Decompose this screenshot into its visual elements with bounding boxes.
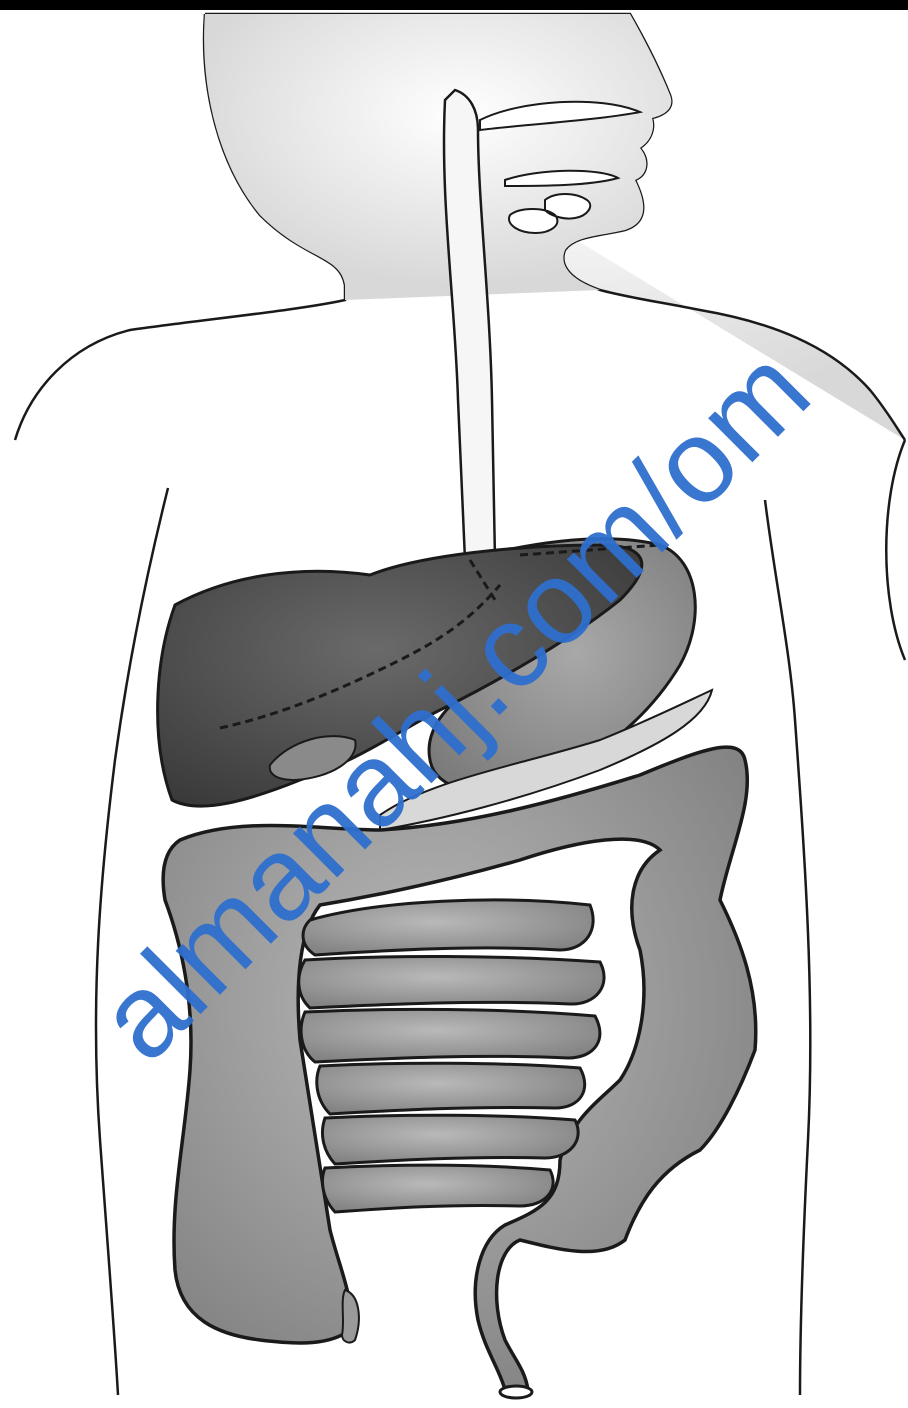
torso-right-side bbox=[765, 500, 810, 1395]
arm-right bbox=[886, 440, 905, 660]
torso-left-side bbox=[96, 488, 168, 1395]
anus bbox=[500, 1386, 532, 1398]
appendix bbox=[342, 1290, 359, 1342]
